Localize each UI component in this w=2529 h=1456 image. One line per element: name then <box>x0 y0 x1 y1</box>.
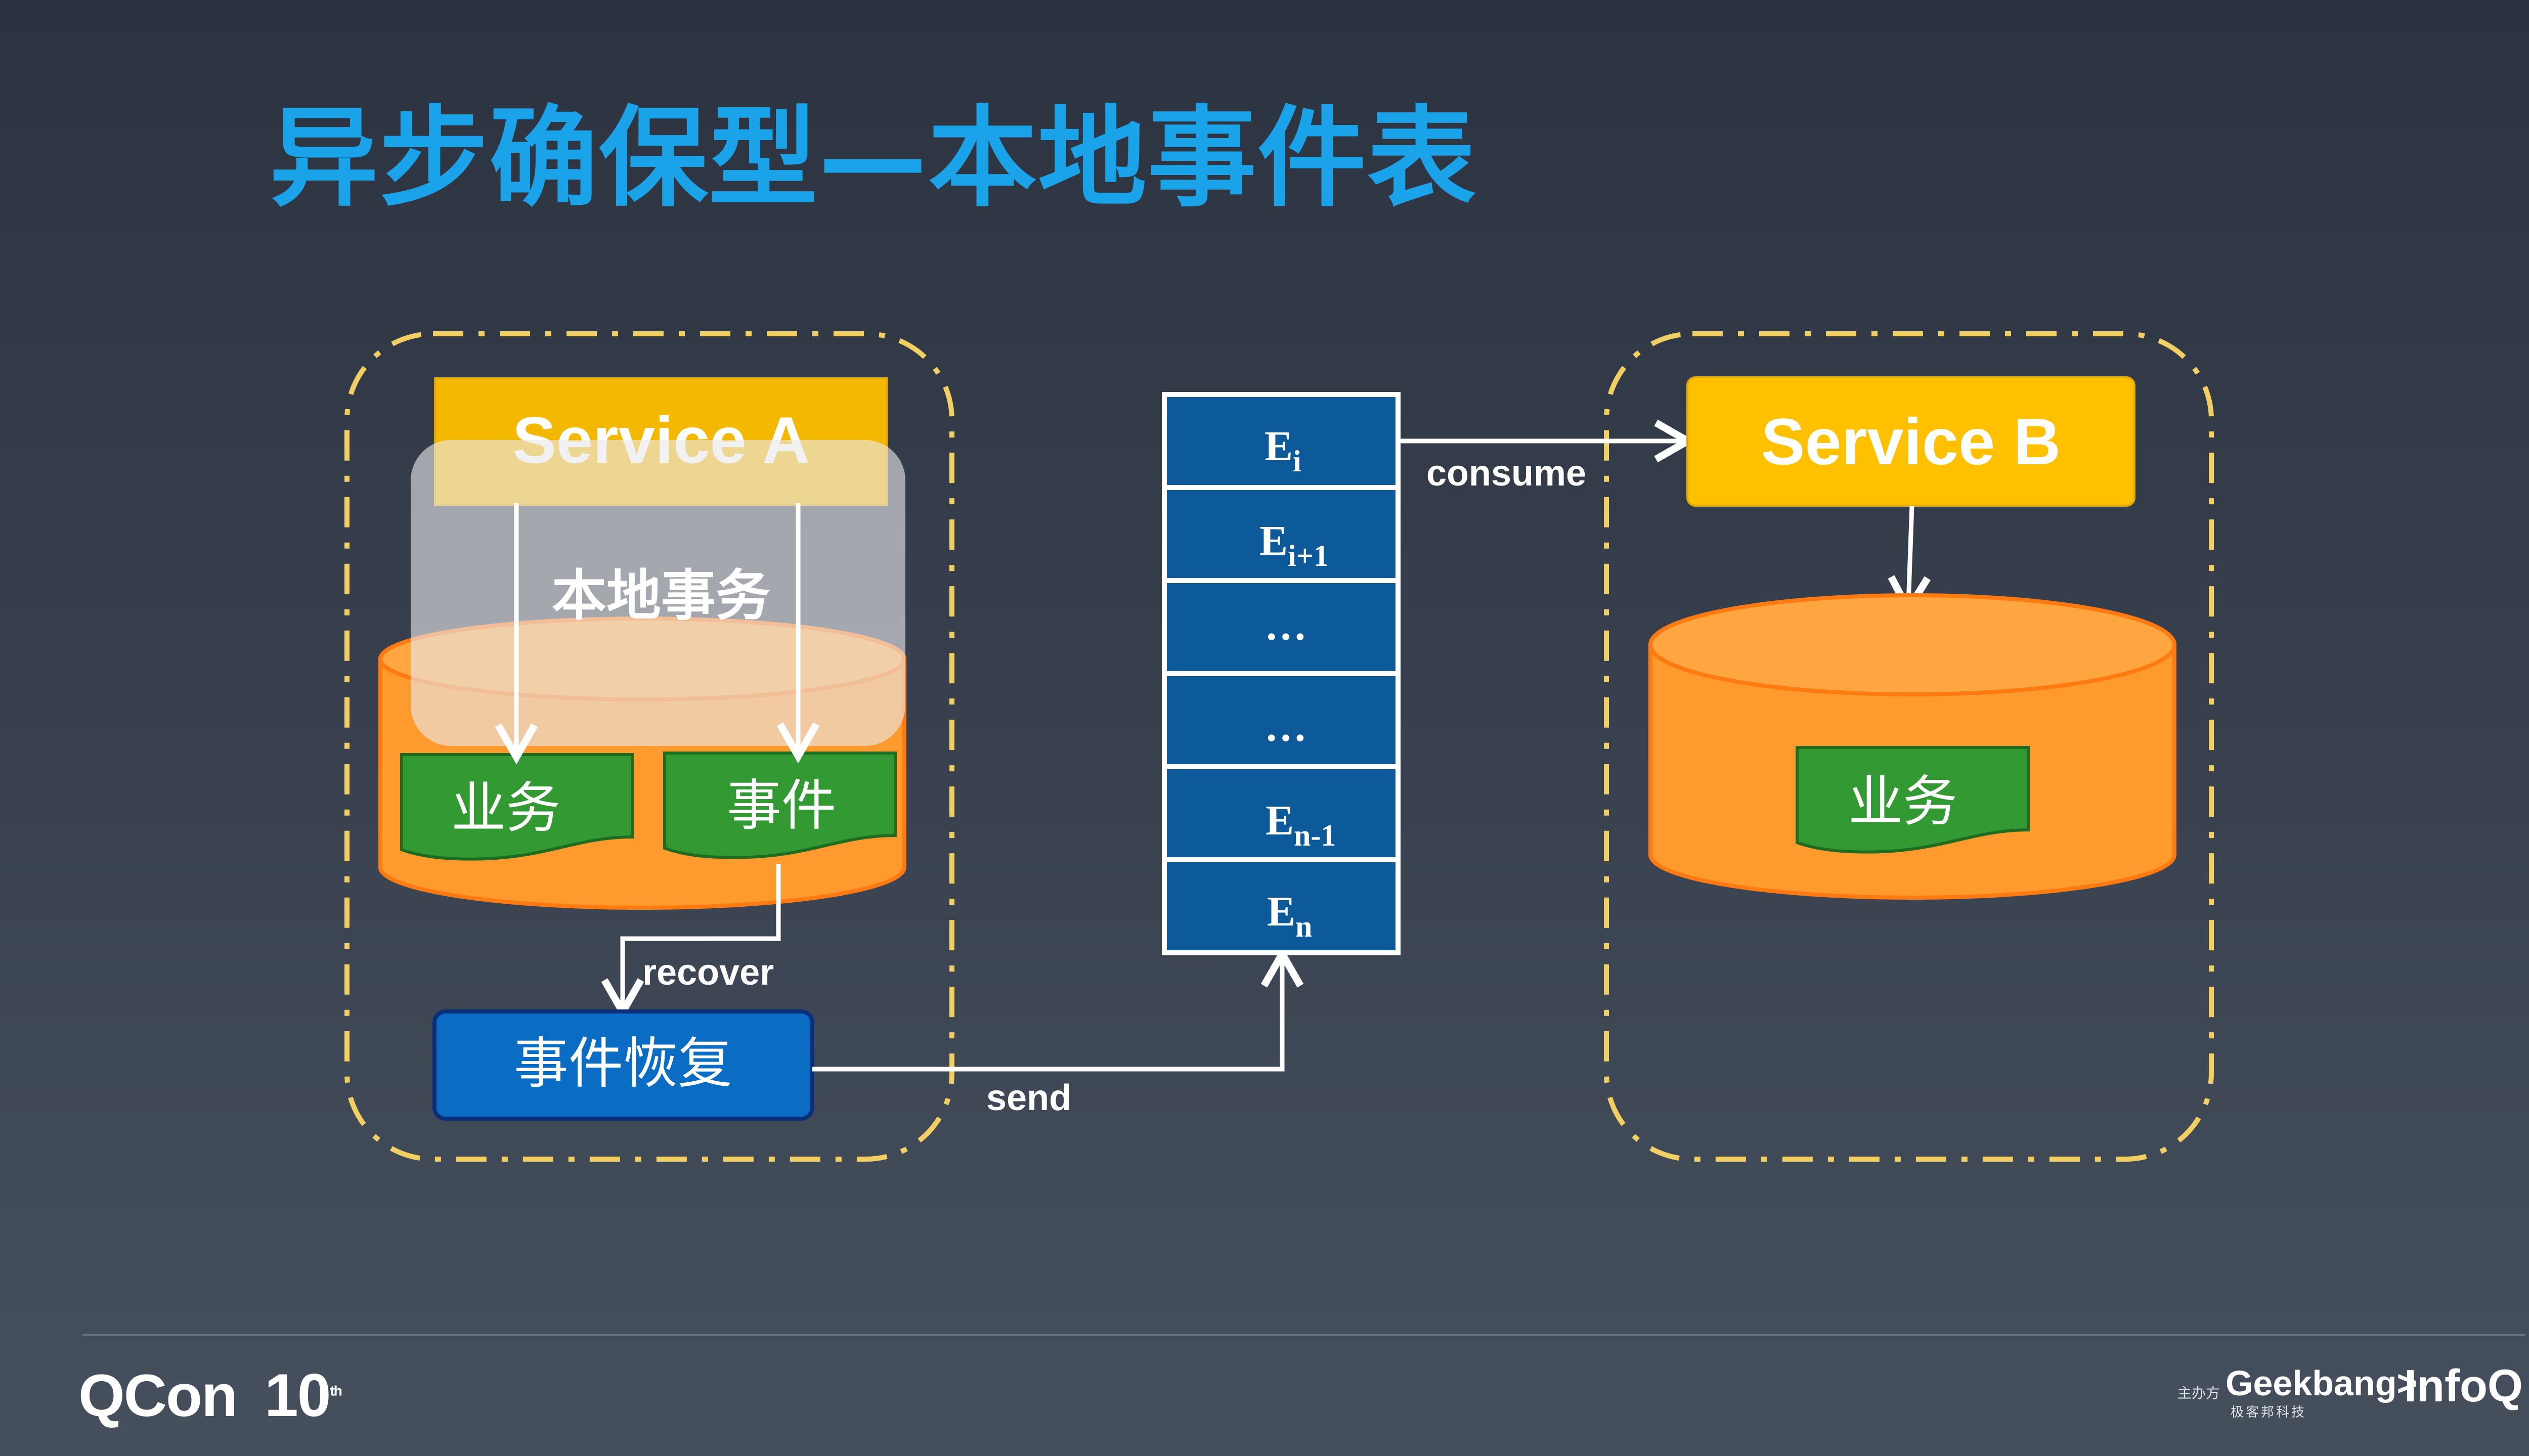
qcon-ten-text: 10 <box>264 1361 331 1429</box>
service-b-business-label: 业务 <box>1848 770 1957 833</box>
service-b-business-doc: 业务 <box>1796 746 2030 854</box>
consume-label: consume <box>1426 453 1586 494</box>
service-b-label: Service B <box>1761 405 2061 478</box>
send-label: send <box>986 1078 1071 1118</box>
queue-item-label: Ei <box>1264 423 1301 478</box>
event-queue: Ei Ei+1 … … En-1 En <box>1162 392 1401 955</box>
event-recovery-box[interactable] <box>432 1009 814 1121</box>
service-a-business-label: 业务 <box>451 777 560 840</box>
queue-item-label: … <box>1264 703 1307 751</box>
footer-divider <box>82 1334 2525 1336</box>
queue-item[interactable] <box>1162 857 1401 955</box>
queue-item[interactable] <box>1162 485 1401 583</box>
arrow-send <box>812 946 1304 1072</box>
queue-item-label: … <box>1264 602 1307 649</box>
qcon-logo-text: QCon <box>78 1362 238 1429</box>
qcon-logo: QCon 10th <box>78 1360 342 1430</box>
recover-label: recover <box>642 952 774 993</box>
service-b-boundary <box>1604 331 2214 1162</box>
event-recovery-label: 事件恢复 <box>514 1032 732 1095</box>
service-a-boundary <box>344 331 954 1162</box>
slide-title: 异步确保型—本地事件表 <box>270 95 1477 222</box>
queue-item[interactable] <box>1162 392 1401 490</box>
local-transaction-label: 本地事务 <box>552 564 770 628</box>
geekbang-logo-subtitle: 极客邦科技 <box>2231 1405 2307 1420</box>
service-a-event-label: 事件 <box>727 774 836 837</box>
infoq-logo: InfoQ <box>2404 1361 2523 1411</box>
service-a-business-doc: 业务 <box>400 753 634 861</box>
queue-item-label: En <box>1267 888 1312 943</box>
queue-item-label: Ei+1 <box>1259 517 1329 572</box>
service-a-event-doc[interactable]: 事件 <box>663 752 897 859</box>
local-transaction-overlay <box>411 440 905 746</box>
arrow-service-b-to-db <box>1888 505 1931 617</box>
geekbang-logo: Geekbang>. <box>2226 1363 2427 1403</box>
arrow-recover <box>601 864 781 1020</box>
queue-item[interactable] <box>1162 671 1401 769</box>
sponsor-label: 主办方 <box>2177 1385 2220 1401</box>
qcon-ten-sup: th <box>330 1383 342 1399</box>
queue-item[interactable] <box>1162 578 1401 676</box>
qcon-ten-logo: 10th <box>264 1361 342 1429</box>
queue-item[interactable] <box>1162 764 1401 862</box>
queue-item-label: En-1 <box>1266 797 1336 852</box>
